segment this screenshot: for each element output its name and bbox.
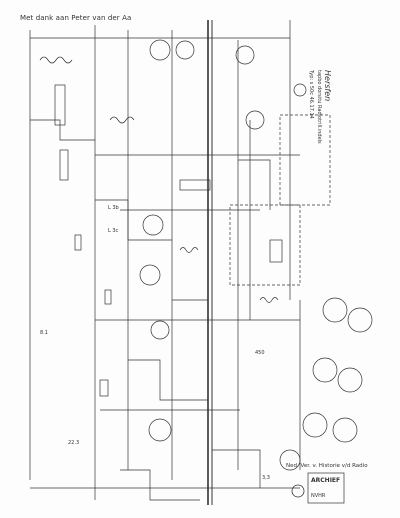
component-label: 3,3 <box>262 475 270 481</box>
title-line-2: Typ: s 50c 46.17.14 <box>308 70 314 119</box>
stamp-line-1: ARCHIEF <box>311 477 341 484</box>
component-label: 450 <box>255 350 265 356</box>
stamp-logo-icon <box>291 472 345 504</box>
stamp-org: Ned. Ver. v. Historie v/d Radio <box>286 463 368 469</box>
component-label: L 3b <box>108 205 119 211</box>
title-line-1: tapbo dorsitu Radiotrill.indels <box>316 70 322 144</box>
credit-text: Met dank aan Peter van der Aa <box>20 14 132 22</box>
component-label: 8.1 <box>40 330 48 336</box>
title-brand: Hersfen <box>323 70 332 102</box>
component-label: 22.3 <box>68 440 80 446</box>
component-label: L 3c <box>108 228 119 234</box>
stamp-line-2: NVHR <box>311 493 326 499</box>
archive-stamp: Ned. Ver. v. Historie v/d Radio ARCHIEF … <box>284 463 396 509</box>
